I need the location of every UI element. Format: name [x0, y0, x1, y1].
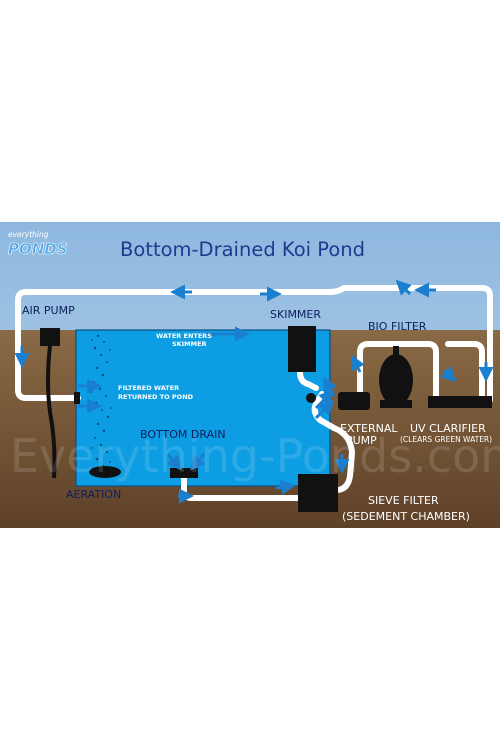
bottom-drain-fixture: [170, 468, 198, 478]
uv-clarifier: [428, 396, 492, 408]
air-hose: [46, 345, 57, 479]
bio-filter-tank: [379, 346, 413, 408]
label-filtered-2: RETURNED TO POND: [118, 393, 194, 401]
pipe-air-return: [15, 285, 493, 403]
koi-pond-diagram: Everything-Ponds.com everything PONDS Bo…: [0, 222, 500, 528]
logo: everything PONDS: [8, 230, 68, 258]
pipe-fitting: [306, 393, 316, 403]
sieve-filter-box: [298, 474, 338, 512]
flow-arrows: [14, 279, 494, 504]
label-uv-clarifier-1: UV CLARIFIER: [410, 422, 486, 435]
watermark: Everything-Ponds.com: [10, 429, 500, 483]
logo-top: everything: [8, 230, 49, 239]
label-water-enters-1: WATER ENTERS: [156, 332, 212, 340]
label-skimmer: SKIMMER: [270, 308, 321, 321]
return-fitting: [74, 392, 80, 404]
label-external-pump-1: EXTERNAL: [340, 422, 398, 435]
external-pump: [338, 392, 370, 410]
aeration-stone: [89, 466, 121, 478]
pipe-uv-up: [445, 341, 485, 401]
pipe-sieve-out: [311, 391, 355, 493]
label-bottom-drain: BOTTOM DRAIN: [140, 428, 226, 441]
label-air-pump: AIR PUMP: [22, 304, 75, 317]
pipe-air-down: [15, 329, 81, 401]
label-sieve-filter-2: (SEDEMENT CHAMBER): [342, 510, 470, 523]
label-filtered-1: FILTERED WATER: [118, 384, 179, 392]
diagram-title: Bottom-Drained Koi Pond: [120, 238, 365, 261]
pipe-bio-loop: [357, 341, 439, 401]
label-aeration: AERATION: [66, 488, 121, 501]
label-water-enters-2: SKIMMER: [172, 340, 207, 348]
label-bio-filter: BIO FILTER: [368, 320, 427, 333]
skimmer-box: [288, 326, 316, 372]
label-external-pump-2: PUMP: [346, 434, 377, 447]
label-uv-clarifier-2: (CLEARS GREEN WATER): [400, 435, 492, 444]
logo-bottom: PONDS: [8, 240, 68, 258]
label-sieve-filter-1: SIEVE FILTER: [368, 494, 439, 507]
pipe-skimmer-out: [297, 351, 319, 391]
air-pump: [40, 328, 60, 346]
